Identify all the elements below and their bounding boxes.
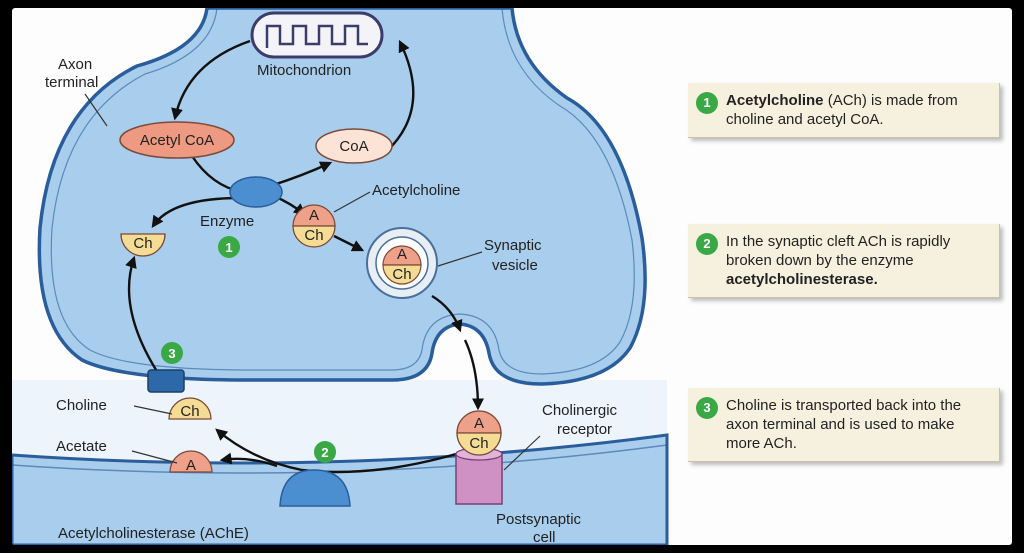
step-text: In the synaptic cleft ACh is rapidly bro… xyxy=(726,233,951,288)
ach-a-label: A xyxy=(309,207,319,224)
vesicle-a-label: A xyxy=(397,246,407,263)
enzyme-shape xyxy=(229,176,283,208)
acetate-molecule xyxy=(169,450,213,473)
enzyme-label: Enzyme xyxy=(200,213,254,230)
step-text: Choline is transported back into the axo… xyxy=(726,397,962,452)
choline-inside-label: Ch xyxy=(133,235,152,252)
cholinergic-receptor-label: Cholinergic receptor xyxy=(542,402,621,438)
choline-molecule-inside xyxy=(120,233,166,257)
vesicle-ch-label: Ch xyxy=(392,266,411,283)
step-box-2: 2 In the synaptic cleft ACh is rapidly b… xyxy=(688,224,1000,298)
postsynaptic-cell-label: Postsynaptic cell xyxy=(496,511,585,545)
diagram-frame: Mitochondrion Axon terminal Acetyl CoA C… xyxy=(12,8,1012,545)
marker-2: 2 xyxy=(314,441,336,463)
mitochondrion xyxy=(250,11,384,59)
ach-ch-label: Ch xyxy=(304,227,323,244)
synaptic-vesicle xyxy=(366,227,438,299)
acetyl-coa-label: Acetyl CoA xyxy=(140,132,214,149)
synaptic-vesicle-label: Synaptic vesicle xyxy=(484,237,546,274)
bound-ch-label: Ch xyxy=(469,435,488,452)
ache-label: Acetylcholinesterase (AChE) xyxy=(58,525,249,542)
svg-text:2: 2 xyxy=(321,445,328,460)
ach-molecule xyxy=(292,204,336,248)
step-text: Acetylcholine (ACh) is made from choline… xyxy=(726,92,958,128)
mitochondrion-label: Mitochondrion xyxy=(257,62,351,79)
acetate-label: Acetate xyxy=(56,438,107,455)
ach-synapse-diagram: Mitochondrion Axon terminal Acetyl CoA C… xyxy=(12,8,669,545)
svg-text:1: 1 xyxy=(225,240,232,255)
acetylcholine-label: Acetylcholine xyxy=(372,182,460,199)
bound-ach-molecule xyxy=(456,410,502,456)
axon-terminal-label: Axon terminal xyxy=(45,56,98,91)
svg-text:3: 3 xyxy=(168,346,175,361)
ache-enzyme xyxy=(279,469,351,507)
marker-3: 3 xyxy=(161,342,183,364)
step-number: 1 xyxy=(696,92,718,114)
choline-label: Choline xyxy=(56,397,107,414)
coa-molecule xyxy=(315,128,393,164)
choline-molecule-cleft xyxy=(168,397,212,420)
bound-a-label: A xyxy=(474,415,484,432)
step-number: 2 xyxy=(696,233,718,255)
step-number: 3 xyxy=(696,397,718,419)
step-box-1: 1 Acetylcholine (ACh) is made from choli… xyxy=(688,83,1000,138)
choline-transporter xyxy=(147,369,185,393)
choline-cleft-label: Ch xyxy=(180,403,199,420)
marker-1: 1 xyxy=(218,236,240,258)
step-box-3: 3 Choline is transported back into the a… xyxy=(688,388,1000,462)
acetate-a-label: A xyxy=(186,457,196,474)
coa-label: CoA xyxy=(339,138,368,155)
acetyl-coa-molecule xyxy=(119,121,235,159)
cholinergic-receptor xyxy=(455,453,503,505)
